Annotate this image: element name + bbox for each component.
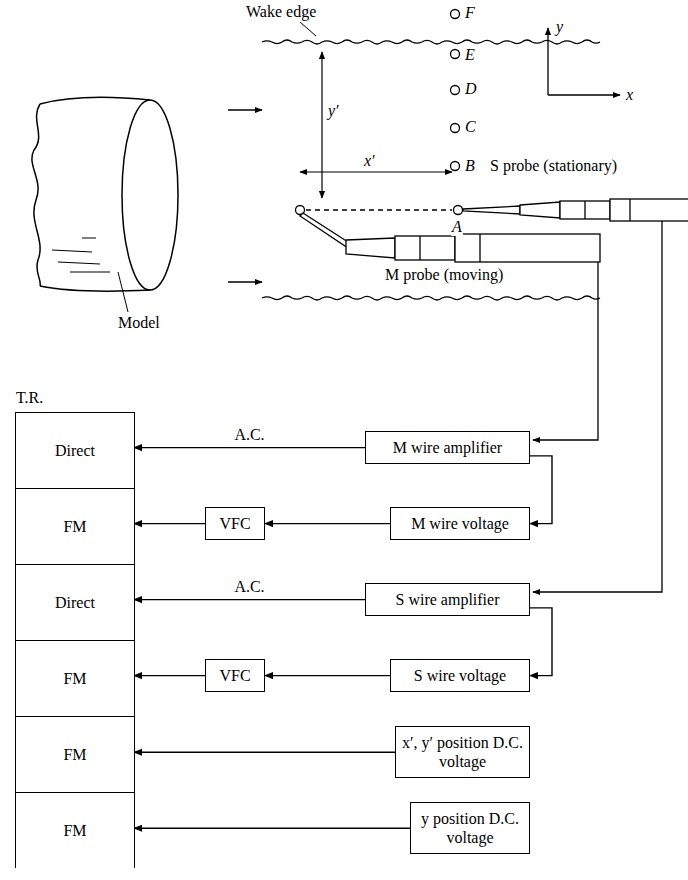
box-label: FM	[63, 670, 86, 688]
point-letter: D	[464, 80, 478, 98]
box-label: Direct	[55, 594, 95, 612]
wake-edge-line	[262, 296, 600, 300]
recorder-track: Direct	[16, 413, 134, 489]
recorder-track: Direct	[16, 565, 134, 641]
converter-box: VFC	[205, 659, 265, 692]
box-label: M wire voltage	[397, 514, 523, 533]
probe-label: M probe (moving)	[385, 266, 503, 284]
axis-label: x	[626, 86, 633, 104]
signal-arrow	[530, 456, 552, 524]
signal-arrow	[530, 608, 552, 676]
recorder-track: FM	[16, 717, 134, 793]
box-label: M wire amplifier	[372, 438, 523, 457]
probe-label: S probe (stationary)	[490, 157, 617, 175]
recorder-track: FM	[16, 641, 134, 717]
box-label: VFC	[212, 514, 258, 533]
dimension-label: x′	[364, 152, 375, 170]
dimension-label: y′	[328, 102, 339, 120]
box-label: S wire voltage	[397, 666, 523, 685]
position-box: y position D.C. voltage	[410, 802, 530, 854]
voltage-box: M wire voltage	[390, 507, 530, 540]
flow-arrow	[228, 109, 262, 111]
wake-edge-label: Wake edge	[246, 3, 316, 21]
point-letter: C	[464, 118, 477, 136]
box-label: x′, y′ position D.C. voltage	[402, 733, 523, 771]
converter-box: VFC	[205, 507, 265, 540]
signal-label: A.C.	[232, 426, 266, 444]
signal-arrow	[134, 447, 365, 448]
measurement-points	[296, 10, 463, 215]
point-letter: A	[451, 218, 463, 236]
recorder-track: FM	[16, 489, 134, 565]
box-label: FM	[63, 822, 86, 840]
column-heading: T.R.	[16, 389, 43, 407]
signal-arrow	[134, 752, 395, 753]
amplifier-box: S wire amplifier	[365, 583, 530, 616]
axis-x	[548, 94, 620, 95]
wake-edge-line	[262, 40, 600, 44]
box-label: S wire amplifier	[372, 590, 523, 609]
point-letter: B	[464, 157, 476, 175]
box-label: VFC	[212, 666, 258, 685]
recorder-column: T.R.DirectFMDirectFMFMFM	[15, 412, 135, 868]
signal-arrow	[265, 675, 390, 676]
voltage-box: S wire voltage	[390, 659, 530, 692]
axis-label: y	[556, 18, 563, 36]
axis-y	[547, 28, 548, 95]
model-cylinder	[32, 97, 178, 291]
box-label: FM	[63, 746, 86, 764]
m-probe-cable	[533, 262, 598, 440]
model-label: Model	[118, 314, 160, 332]
wake-leader	[300, 22, 316, 36]
s-probe	[463, 199, 688, 221]
point-letter: F	[464, 4, 476, 22]
position-box: x′, y′ position D.C. voltage	[395, 726, 530, 778]
probe-path	[306, 209, 452, 210]
dimension-x	[300, 171, 452, 172]
signal-arrow	[134, 828, 410, 829]
signal-arrow	[265, 523, 390, 524]
amplifier-box: M wire amplifier	[365, 431, 530, 464]
signal-label: A.C.	[232, 578, 266, 596]
model-leader	[118, 272, 128, 312]
flow-arrow	[228, 281, 262, 283]
box-label: FM	[63, 518, 86, 536]
dimension-y	[321, 52, 322, 198]
box-label: Direct	[55, 442, 95, 460]
recorder-track: FM	[16, 793, 134, 869]
box-label: y position D.C. voltage	[417, 809, 523, 847]
s-probe-cable	[533, 221, 662, 592]
signal-arrow	[134, 675, 205, 676]
signal-arrow	[134, 523, 205, 524]
point-letter: E	[464, 46, 476, 64]
m-probe	[300, 213, 600, 262]
signal-arrow	[134, 599, 365, 600]
